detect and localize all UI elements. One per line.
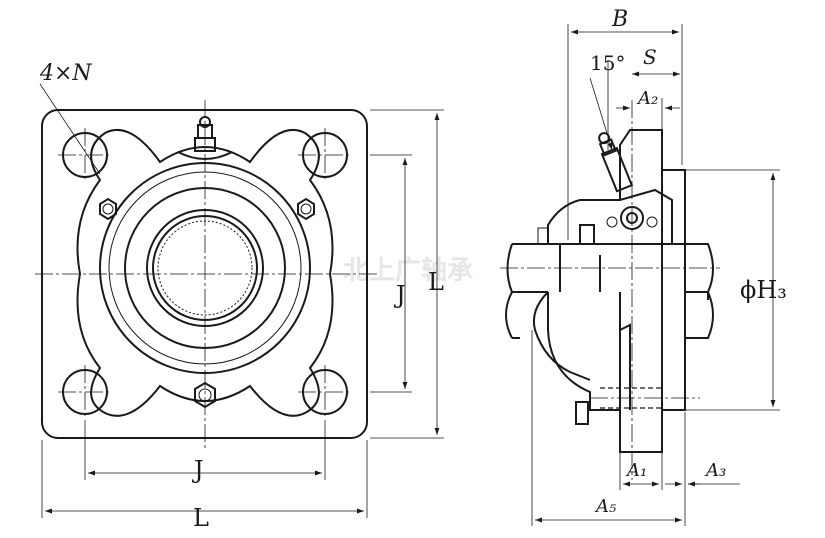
holes-label: 4×N	[39, 61, 92, 86]
front-view: 4×N J L J L	[35, 61, 444, 532]
dim-a1-label: A₁	[625, 460, 647, 481]
housing-body-outline	[76, 128, 334, 417]
dim-b-label: B	[611, 7, 628, 32]
bearing-inner-ring	[146, 209, 264, 327]
dim-a2-label: A₂	[636, 88, 658, 109]
dim-h3-label: ϕH₃	[740, 276, 787, 304]
shaft-left-end	[506, 243, 513, 293]
grease-nipple-icon	[177, 116, 233, 160]
set-screw-right	[297, 197, 315, 221]
dim-a5-label: A₅	[594, 496, 616, 517]
grease-angle-label: 15°	[590, 51, 625, 75]
set-screw-bottom	[194, 381, 216, 409]
dim-s-label: S	[643, 45, 657, 69]
housing-curve	[532, 291, 591, 381]
housing-bore-ring	[99, 162, 311, 374]
holes-leader-line	[39, 83, 101, 175]
corner-bolt-holes	[58, 128, 352, 419]
dim-l-horizontal-label: L	[193, 504, 209, 532]
bearing-outer-race	[124, 187, 286, 349]
shaft-right-end	[685, 291, 714, 339]
dim-j-vertical-label: J	[393, 281, 406, 309]
side-view: B 15° S A₂ ϕH₃ A₁ A₃ A₅	[500, 7, 787, 526]
housing-rib	[619, 323, 631, 410]
side-set-screw	[575, 401, 589, 425]
flange-square-outline	[41, 109, 368, 439]
angle-leader	[589, 77, 613, 151]
side-grease-nipple-icon	[598, 132, 634, 193]
dim-a3-label: A₃	[704, 460, 726, 481]
watermark-text: 北上广轴承	[343, 256, 473, 286]
shaft-left-end-lower	[505, 291, 513, 339]
outer-ring	[108, 171, 302, 365]
shaft-bore	[152, 215, 258, 321]
dim-j-horizontal-label: J	[191, 456, 204, 484]
housing-side-outline	[547, 129, 686, 453]
dim-l-vertical-label: L	[428, 268, 444, 296]
bore-dotted-circle	[157, 220, 253, 316]
set-screw-left	[99, 197, 117, 221]
